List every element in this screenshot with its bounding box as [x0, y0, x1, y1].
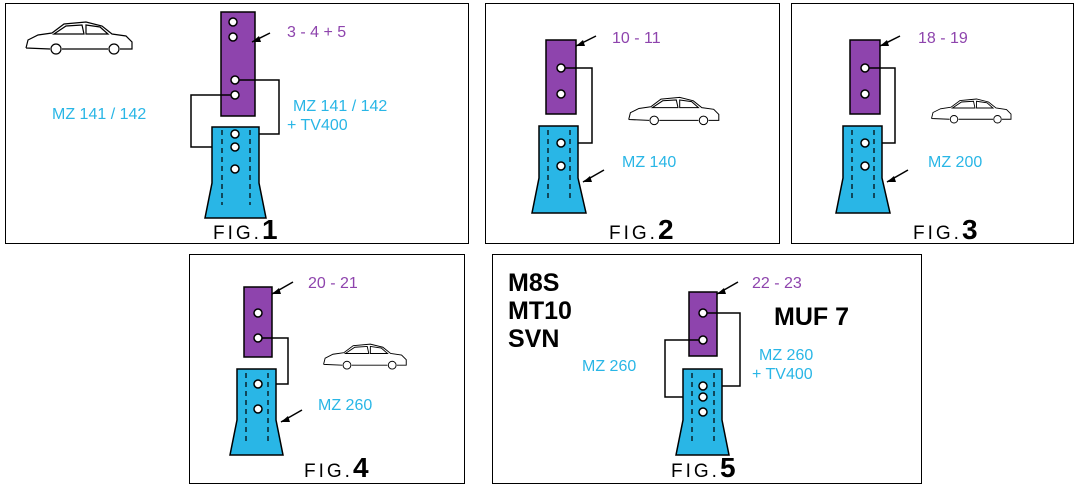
purple-bracket — [849, 39, 881, 115]
car-side-icon — [25, 21, 133, 55]
fig5-gearbox-label: MUF 7 — [774, 303, 849, 331]
fig2-caption-text: FIG. — [609, 223, 658, 244]
fig1-blue-right-label-1: MZ 141 / 142 — [293, 98, 388, 115]
car-side-icon — [931, 98, 1012, 124]
fig1-caption: FIG.1 — [213, 214, 278, 246]
fig2-caption-number: 2 — [657, 214, 674, 245]
fig1-caption-number: 1 — [261, 214, 278, 245]
fig5-blue-left-label: MZ 260 — [582, 358, 637, 375]
fig2-blue-label: MZ 140 — [622, 154, 677, 171]
fig5-caption-text: FIG. — [671, 461, 720, 482]
engine-code-1: M8S — [508, 269, 560, 297]
fig1-blue-left-label: MZ 141 / 142 — [52, 106, 147, 123]
fig4-caption: FIG.4 — [304, 452, 369, 484]
fig4-caption-number: 4 — [352, 452, 369, 483]
fig4-caption-text: FIG. — [304, 461, 353, 482]
fig1-caption-text: FIG. — [213, 223, 262, 244]
fig5-purple-label: 22 - 23 — [752, 275, 802, 292]
fig5-blue-right-label-1: MZ 260 — [759, 347, 814, 364]
fig5-caption-number: 5 — [719, 452, 736, 483]
fig2-purple-label: 10 - 11 — [612, 30, 661, 47]
fig4-blue-label: MZ 260 — [318, 397, 373, 414]
engine-code-2: MT10 — [508, 297, 572, 325]
car-side-icon — [628, 96, 720, 126]
purple-bracket — [545, 39, 577, 115]
fig5-caption: FIG.5 — [671, 452, 736, 484]
car-side-icon — [323, 343, 407, 370]
purple-bracket — [688, 291, 718, 357]
fig1-purple-label: 3 - 4 + 5 — [287, 24, 347, 41]
fig3-blue-label: MZ 200 — [928, 154, 983, 171]
fig5-engine-codes: M8S MT10 SVN — [508, 269, 572, 353]
purple-bracket — [243, 286, 273, 358]
fig3-purple-label: 18 - 19 — [918, 30, 968, 47]
fig5-blue-right-label-2: + TV400 — [752, 366, 813, 383]
fig1-blue-right-label-2: + TV400 — [287, 117, 348, 134]
fig4-purple-label: 20 - 21 — [308, 275, 358, 292]
fig3-caption-number: 3 — [961, 214, 978, 245]
fig2-caption: FIG.2 — [609, 214, 674, 246]
fig3-caption-text: FIG. — [913, 223, 962, 244]
fig3-caption: FIG.3 — [913, 214, 978, 246]
engine-code-3: SVN — [508, 325, 560, 353]
